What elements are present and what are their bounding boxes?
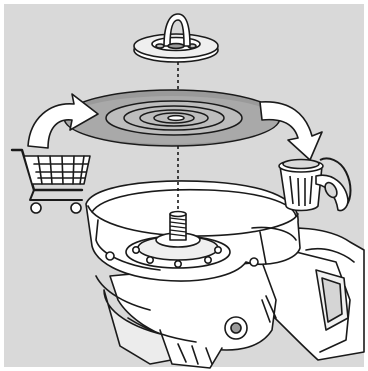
grinding-disc-icon bbox=[64, 90, 280, 146]
